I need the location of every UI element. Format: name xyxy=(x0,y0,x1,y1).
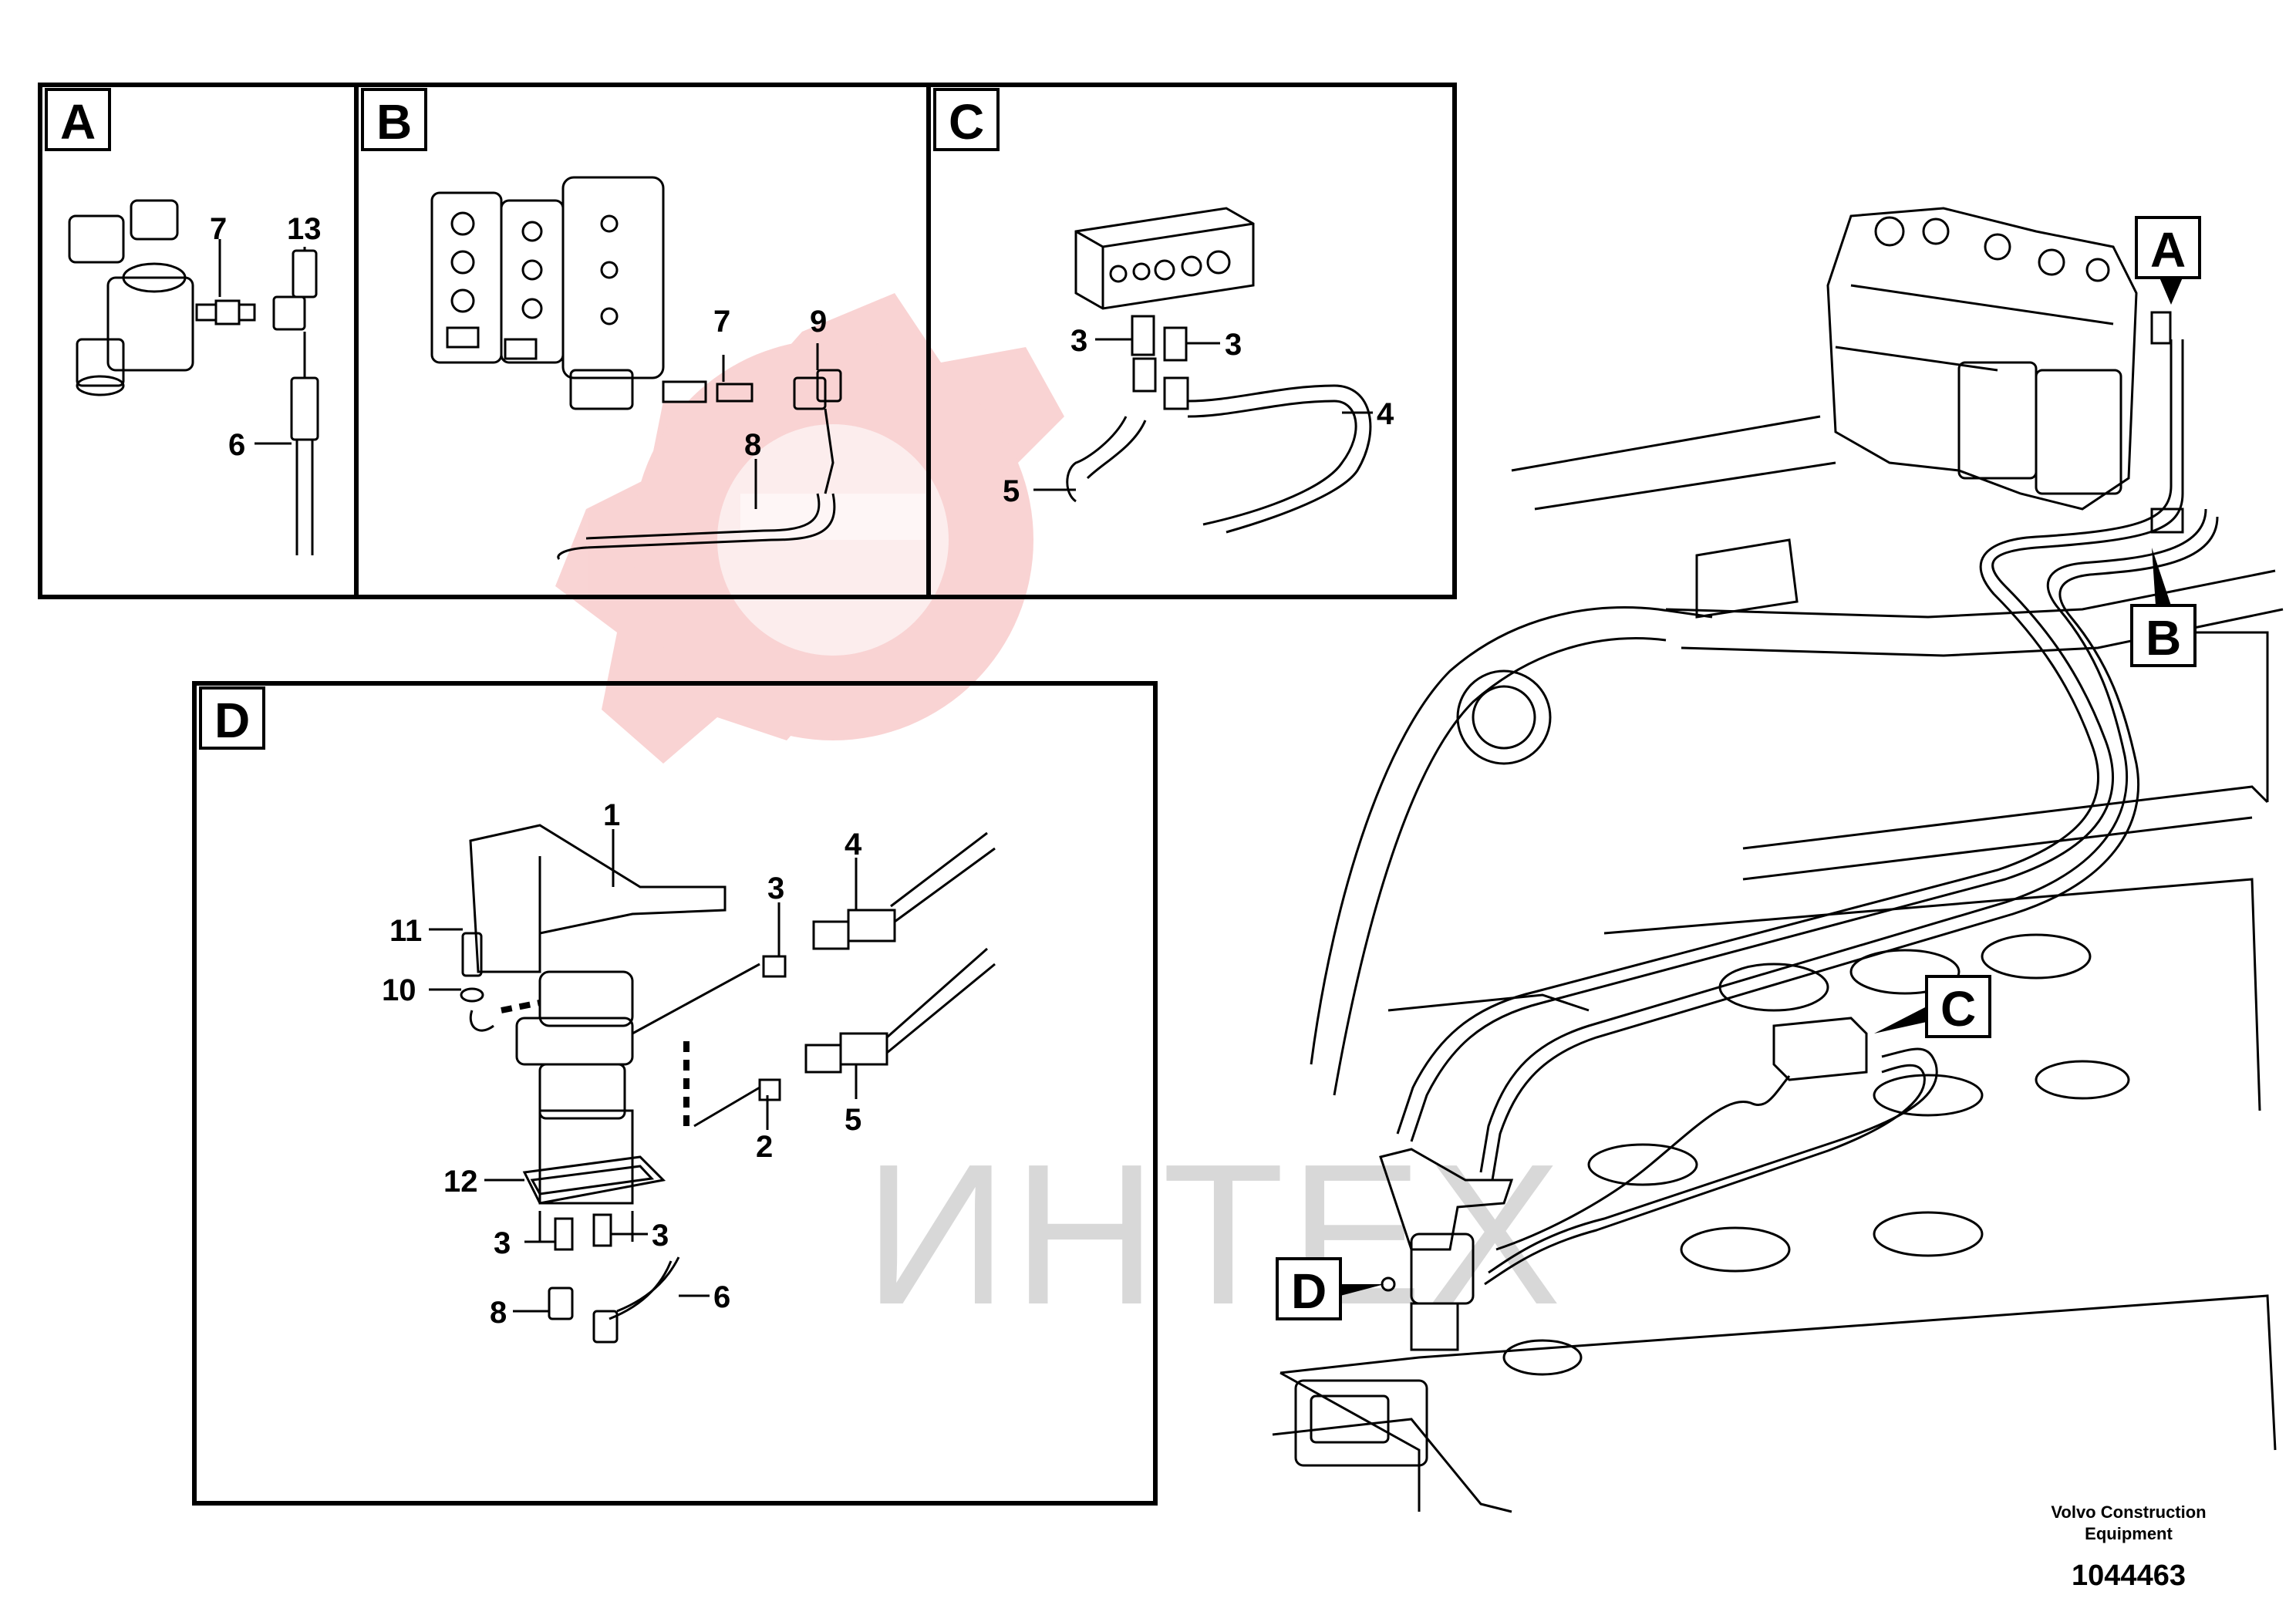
callout-d-3-right: 3 xyxy=(652,1219,669,1253)
callout-d-5: 5 xyxy=(845,1103,861,1137)
callout-d-12: 12 xyxy=(443,1165,478,1199)
panel-b-letter: B xyxy=(376,94,412,150)
callout-d-8: 8 xyxy=(490,1296,507,1330)
panel-c-manifold-sketch xyxy=(1066,207,1372,534)
overview-marker-d-letter: D xyxy=(1291,1263,1327,1319)
panel-a-valve-sketch xyxy=(68,199,319,555)
panel-d: D xyxy=(192,681,1158,1506)
overview-marker-d: D xyxy=(1276,1257,1396,1320)
callout-d-1: 1 xyxy=(603,798,620,832)
callout-d-4: 4 xyxy=(845,828,862,862)
callout-c-3-left: 3 xyxy=(1070,324,1087,358)
watermark-gear-logo xyxy=(555,293,1064,764)
callout-d-10: 10 xyxy=(382,973,416,1007)
footer-drawing-number: 1044463 xyxy=(2072,1560,2186,1592)
footer-company-line1: Volvo Construction xyxy=(2051,1502,2206,1522)
callout-a-7: 7 xyxy=(210,212,227,246)
overview-marker-a: A xyxy=(2135,216,2201,305)
panel-d-dashed-leaders xyxy=(501,1000,689,1126)
overview-machine-sketch xyxy=(1272,207,2284,1513)
panel-b: B 7 9 8 xyxy=(354,83,931,599)
callout-d-11: 11 xyxy=(389,914,422,948)
callout-b-7: 7 xyxy=(713,305,730,339)
panel-d-swivel-sketch xyxy=(460,824,996,1344)
callout-d-6: 6 xyxy=(713,1280,730,1314)
callout-a-6: 6 xyxy=(228,428,245,462)
footer-company-line2: Equipment xyxy=(2085,1524,2173,1543)
overview-marker-b: B xyxy=(2130,548,2197,667)
overview-hoses xyxy=(1396,339,2219,1286)
panel-b-valve-sketch xyxy=(430,176,842,561)
callout-b-8: 8 xyxy=(744,428,761,462)
callout-c-3-right: 3 xyxy=(1225,328,1242,362)
callout-d-3-left: 3 xyxy=(494,1226,511,1260)
overview-marker-c-letter: C xyxy=(1940,981,1976,1037)
overview-marker-b-letter: B xyxy=(2146,610,2181,666)
callout-c-4: 4 xyxy=(1377,397,1394,431)
panel-c: C 3 3 4 5 xyxy=(926,83,1457,599)
overview-marker-a-letter: A xyxy=(2150,222,2186,278)
panel-a-letter: A xyxy=(60,94,96,150)
callout-d-3-top: 3 xyxy=(767,872,784,905)
callout-d-2: 2 xyxy=(756,1130,773,1164)
panel-a: A 7 13 6 xyxy=(38,83,359,599)
overview-marker-c: C xyxy=(1874,975,1991,1038)
callout-b-9: 9 xyxy=(810,305,827,339)
panel-d-letter: D xyxy=(214,693,250,748)
callout-c-5: 5 xyxy=(1003,474,1020,508)
callout-a-13: 13 xyxy=(287,212,322,246)
panel-c-letter: C xyxy=(949,94,984,150)
